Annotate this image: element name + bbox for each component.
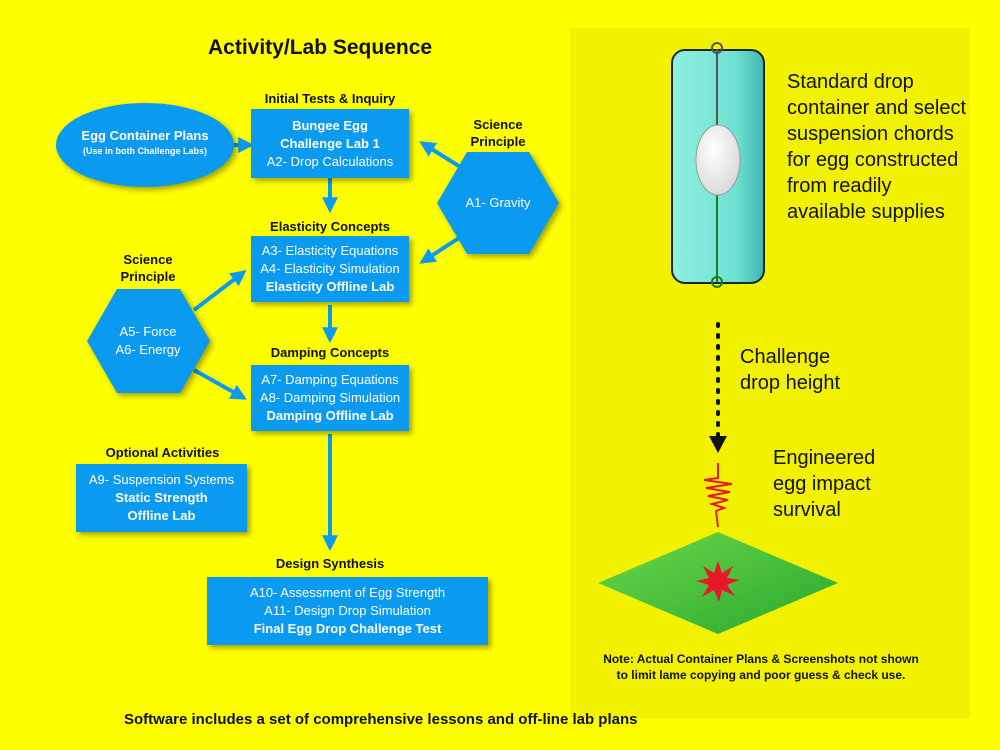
note-line-1: Note: Actual Container Plans & Screensho… bbox=[603, 652, 919, 666]
assessment-egg-strength-item: A10- Assessment of Egg Strength bbox=[249, 585, 446, 600]
static-strength-item: Static Strength bbox=[115, 490, 208, 505]
initial-tests-box[interactable]: Bungee Egg Challenge Lab 1 A2- Drop Calc… bbox=[251, 109, 409, 178]
header-design-synthesis: Design Synthesis bbox=[275, 556, 385, 571]
science-principle-label-left: Science Principle bbox=[108, 251, 188, 285]
optional-activities-box[interactable]: A9- Suspension Systems Static Strength O… bbox=[76, 464, 247, 532]
impact-burst-icon bbox=[696, 561, 740, 602]
science-principle-right-line1: Science bbox=[473, 117, 523, 132]
challenge-drop-height-label: Challenge drop height bbox=[740, 346, 841, 394]
header-elasticity-concepts: Elasticity Concepts bbox=[270, 219, 390, 234]
header-optional-activities: Optional Activities bbox=[105, 445, 220, 460]
gravity-hexagon bbox=[437, 152, 559, 254]
egg-icon bbox=[695, 124, 741, 196]
force-energy-hexagon bbox=[87, 289, 210, 393]
science-principle-right-line2: Principle bbox=[470, 134, 526, 149]
damping-equations-item: A7- Damping Equations bbox=[261, 372, 399, 387]
page-title: Activity/Lab Sequence bbox=[208, 36, 433, 59]
arrow-gravity-to-elasticity bbox=[419, 234, 464, 264]
egg-container-plans-ellipse bbox=[56, 103, 234, 187]
damping-concepts-box[interactable]: A7- Damping Equations A8- Damping Simula… bbox=[251, 365, 409, 431]
drop-arrowhead bbox=[709, 436, 727, 453]
egg-container-plans-note: (Use in both Challenge Labs) bbox=[82, 146, 207, 156]
force-label: A5- Force bbox=[119, 324, 177, 339]
elasticity-simulation-item: A4- Elasticity Simulation bbox=[260, 261, 400, 276]
footer-text: Software includes a set of comprehensive… bbox=[124, 711, 638, 728]
bungee-egg-title: Bungee Egg bbox=[292, 117, 368, 133]
energy-label: A6- Energy bbox=[115, 342, 181, 357]
impact-vibration-icon bbox=[703, 463, 733, 528]
egg-container-plans-title: Egg Container Plans bbox=[81, 128, 209, 143]
chord-anchor-bottom bbox=[711, 276, 723, 288]
suspension-systems-item: A9- Suspension Systems bbox=[88, 472, 235, 487]
arrow-gravity-to-initial bbox=[419, 141, 464, 170]
damping-offline-lab-item: Damping Offline Lab bbox=[266, 408, 394, 423]
elasticity-concepts-box[interactable]: A3- Elasticity Equations A4- Elasticity … bbox=[251, 236, 409, 302]
chord-anchor-top bbox=[711, 42, 723, 54]
design-drop-simulation-item: A11- Design Drop Simulation bbox=[264, 603, 431, 618]
arrow-force-to-elasticity bbox=[192, 270, 247, 312]
damping-simulation-item: A8- Damping Simulation bbox=[259, 390, 401, 405]
science-principle-left-line1: Science bbox=[123, 252, 173, 267]
impact-survival-label: Engineered egg impact survival bbox=[773, 447, 876, 521]
header-damping-concepts: Damping Concepts bbox=[270, 345, 390, 360]
arrow-force-to-damping bbox=[193, 368, 247, 400]
gravity-label: A1- Gravity bbox=[465, 195, 531, 210]
design-synthesis-box[interactable]: A10- Assessment of Egg Strength A11- Des… bbox=[207, 577, 488, 645]
note-line-2: to limit lame copying and poor guess & c… bbox=[616, 668, 906, 682]
header-initial-tests: Initial Tests & Inquiry bbox=[264, 91, 396, 106]
challenge-lab-1-title: Challenge Lab 1 bbox=[280, 135, 380, 151]
drop-calculations-item: A2- Drop Calculations bbox=[266, 153, 394, 169]
egg-container-plans-label: Egg Container Plans (Use in both Challen… bbox=[58, 127, 232, 158]
container-description: Standard drop container and select suspe… bbox=[787, 71, 967, 223]
elasticity-offline-lab-item: Elasticity Offline Lab bbox=[265, 279, 395, 294]
elasticity-equations-item: A3- Elasticity Equations bbox=[261, 243, 399, 258]
science-principle-left-line2: Principle bbox=[120, 269, 176, 284]
science-principle-label-right: Science Principle bbox=[458, 116, 538, 150]
offline-lab-item: Offline Lab bbox=[127, 508, 196, 523]
final-challenge-test-item: Final Egg Drop Challenge Test bbox=[253, 621, 442, 636]
force-energy-label: A5- Force A6- Energy bbox=[96, 323, 200, 359]
note-text: Note: Actual Container Plans & Screensho… bbox=[566, 651, 956, 683]
